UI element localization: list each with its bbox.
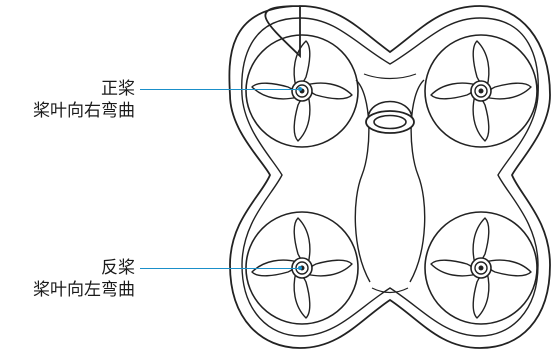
forward-prop-leader [140, 89, 298, 90]
drone-frame-inner [241, 17, 539, 337]
reverse-prop-desc: 桨叶向左弯曲 [33, 280, 135, 300]
reverse-prop-title: 反桨 [101, 258, 135, 278]
reverse-prop-leader-dot [298, 266, 302, 270]
forward-prop-desc: 桨叶向右弯曲 [33, 101, 135, 121]
reverse-prop-label: 反桨 桨叶向左弯曲 [33, 257, 135, 301]
forward-prop-label: 正桨 桨叶向右弯曲 [33, 78, 135, 122]
propeller-bottom-right [424, 211, 538, 325]
drone-frame-outer [228, 5, 551, 349]
forward-prop-title: 正桨 [101, 79, 135, 99]
propeller-top-right [425, 35, 537, 147]
forward-prop-leader-dot [298, 87, 302, 91]
reverse-prop-leader [140, 268, 298, 269]
propeller-top-left [245, 34, 359, 148]
camera-lens-icon [365, 100, 415, 134]
